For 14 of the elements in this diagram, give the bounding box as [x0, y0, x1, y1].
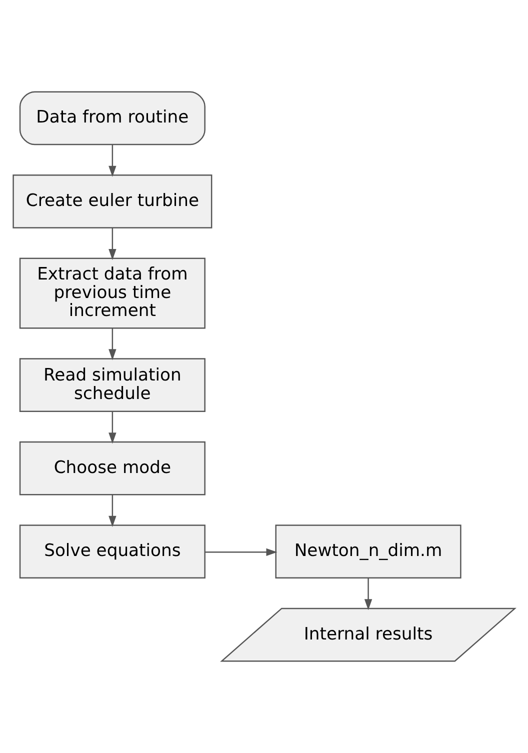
arrow [205, 548, 278, 556]
node-box: Extract data from previous time increment [19, 258, 206, 329]
arrow [108, 494, 116, 527]
node-box: Create euler turbine [12, 174, 212, 228]
node-box: Solve equations [19, 524, 206, 578]
node-box: Newton_n_dim.m [275, 524, 462, 578]
arrow [108, 228, 116, 260]
node-box: Data from routine [19, 91, 206, 146]
arrow [108, 328, 116, 360]
node-box: Choose mode [19, 441, 206, 496]
arrow [108, 144, 116, 177]
arrow [364, 578, 372, 610]
node-box: Read simulation schedule [19, 358, 206, 412]
arrow [108, 411, 116, 444]
